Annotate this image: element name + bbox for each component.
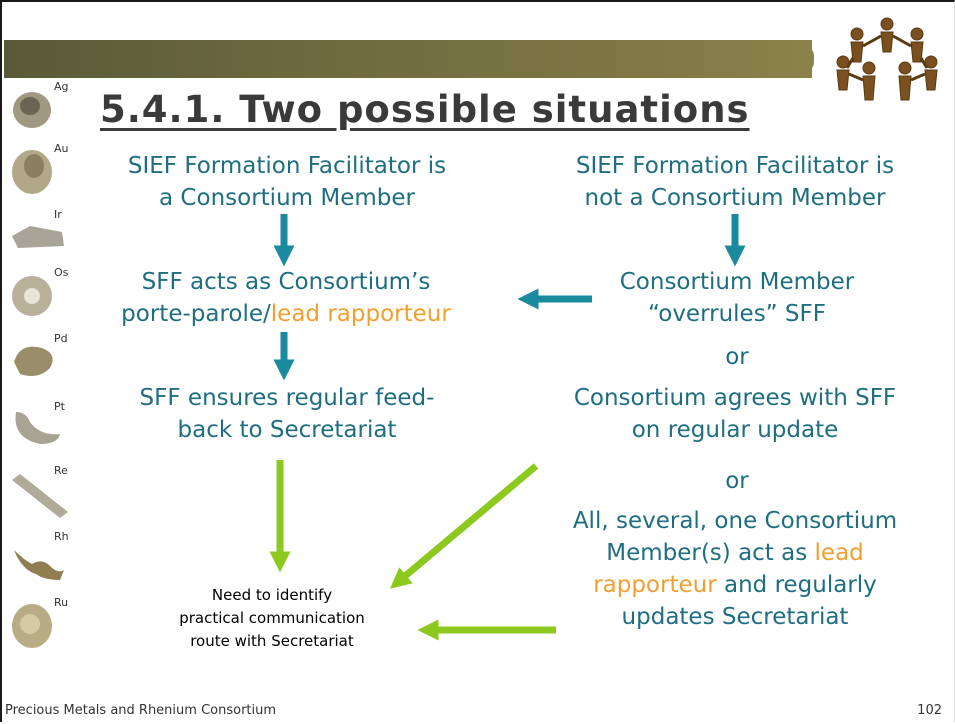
iridium-sample-icon <box>12 226 64 248</box>
metal-label: Ag <box>54 80 69 93</box>
title-bar-end-decoration <box>804 46 814 72</box>
outcome-line: practical communication <box>179 609 365 627</box>
sff-acts-line: porte-parole/lead rapporteur <box>90 298 482 330</box>
sff-acts-prefix: porte-parole/ <box>121 301 271 327</box>
agree-text: Consortium agrees with SFF on regular up… <box>522 382 948 446</box>
rhenium-sample-icon <box>12 474 68 518</box>
left-case-line: SIEF Formation Facilitator is <box>127 153 447 179</box>
left-case-header: SIEF Formation Facilitator is a Consorti… <box>102 150 472 214</box>
metal-label: Rh <box>54 530 69 543</box>
all-members-line: updates Secretariat <box>621 604 849 630</box>
metal-label: Ir <box>54 208 62 221</box>
all-members-suffix: and regularly <box>716 572 877 598</box>
agree-line: on regular update <box>631 417 839 443</box>
gold-sample-icon <box>12 150 52 194</box>
title-bar-decoration <box>4 40 812 78</box>
metal-label: Os <box>54 266 69 279</box>
lead-rapporteur-highlight: lead rapporteur <box>270 301 451 327</box>
slide-title: 5.4.1. Two possible situations <box>100 88 750 131</box>
page-number: 102 <box>917 703 942 718</box>
lead-highlight: lead <box>814 540 864 566</box>
right-case-line: not a Consortium Member <box>584 185 886 211</box>
metal-label: Au <box>54 142 69 155</box>
consortium-logo-icon <box>836 17 938 101</box>
sff-feedback-text: SFF ensures regular feed- back to Secret… <box>102 382 472 446</box>
or-label: or <box>725 344 749 370</box>
overrule-line: Consortium Member <box>619 269 855 295</box>
metal-label: Pd <box>54 332 68 345</box>
sff-acts-text: SFF acts as Consortium’s porte-parole/le… <box>90 266 482 330</box>
all-members-line: Member(s) act as lead <box>522 537 948 569</box>
green-arrow-diagonal <box>389 463 539 589</box>
agree-line: Consortium agrees with SFF <box>573 385 897 411</box>
rhodium-sample-icon <box>14 550 64 580</box>
overrule-line: “overrules” SFF <box>648 301 826 327</box>
outcome-line: route with Secretariat <box>190 632 354 650</box>
all-members-prefix: Member(s) act as <box>606 540 815 566</box>
platinum-sample-icon <box>15 412 60 444</box>
ruthenium-sample-icon <box>12 604 52 648</box>
metal-label: Re <box>54 464 68 477</box>
sff-feedback-line: SFF ensures regular feed- <box>139 385 435 411</box>
footer-consortium-name: Precious Metals and Rhenium Consortium <box>5 703 277 718</box>
all-members-line: rapporteur and regularly <box>522 569 948 601</box>
outcome-text: Need to identify practical communication… <box>152 584 392 653</box>
left-case-line: a Consortium Member <box>159 185 415 211</box>
outcome-line: Need to identify <box>211 586 333 604</box>
sff-feedback-line: back to Secretariat <box>177 417 397 443</box>
osmium-sample-icon <box>12 276 52 316</box>
all-members-line: All, several, one Consortium <box>572 508 898 534</box>
overrule-text: Consortium Member “overrules” SFF <box>542 266 932 330</box>
rapporteur-highlight: rapporteur <box>593 572 717 598</box>
sff-acts-line: SFF acts as Consortium’s <box>141 269 431 295</box>
palladium-sample-icon <box>14 346 53 376</box>
all-members-text: All, several, one Consortium Member(s) a… <box>522 505 948 633</box>
right-case-line: SIEF Formation Facilitator is <box>575 153 895 179</box>
metal-label: Pt <box>54 400 65 413</box>
right-case-header: SIEF Formation Facilitator is not a Cons… <box>522 150 948 214</box>
silver-sample-icon <box>13 92 51 128</box>
metal-label: Ru <box>54 596 69 609</box>
or-label: or <box>725 468 749 494</box>
